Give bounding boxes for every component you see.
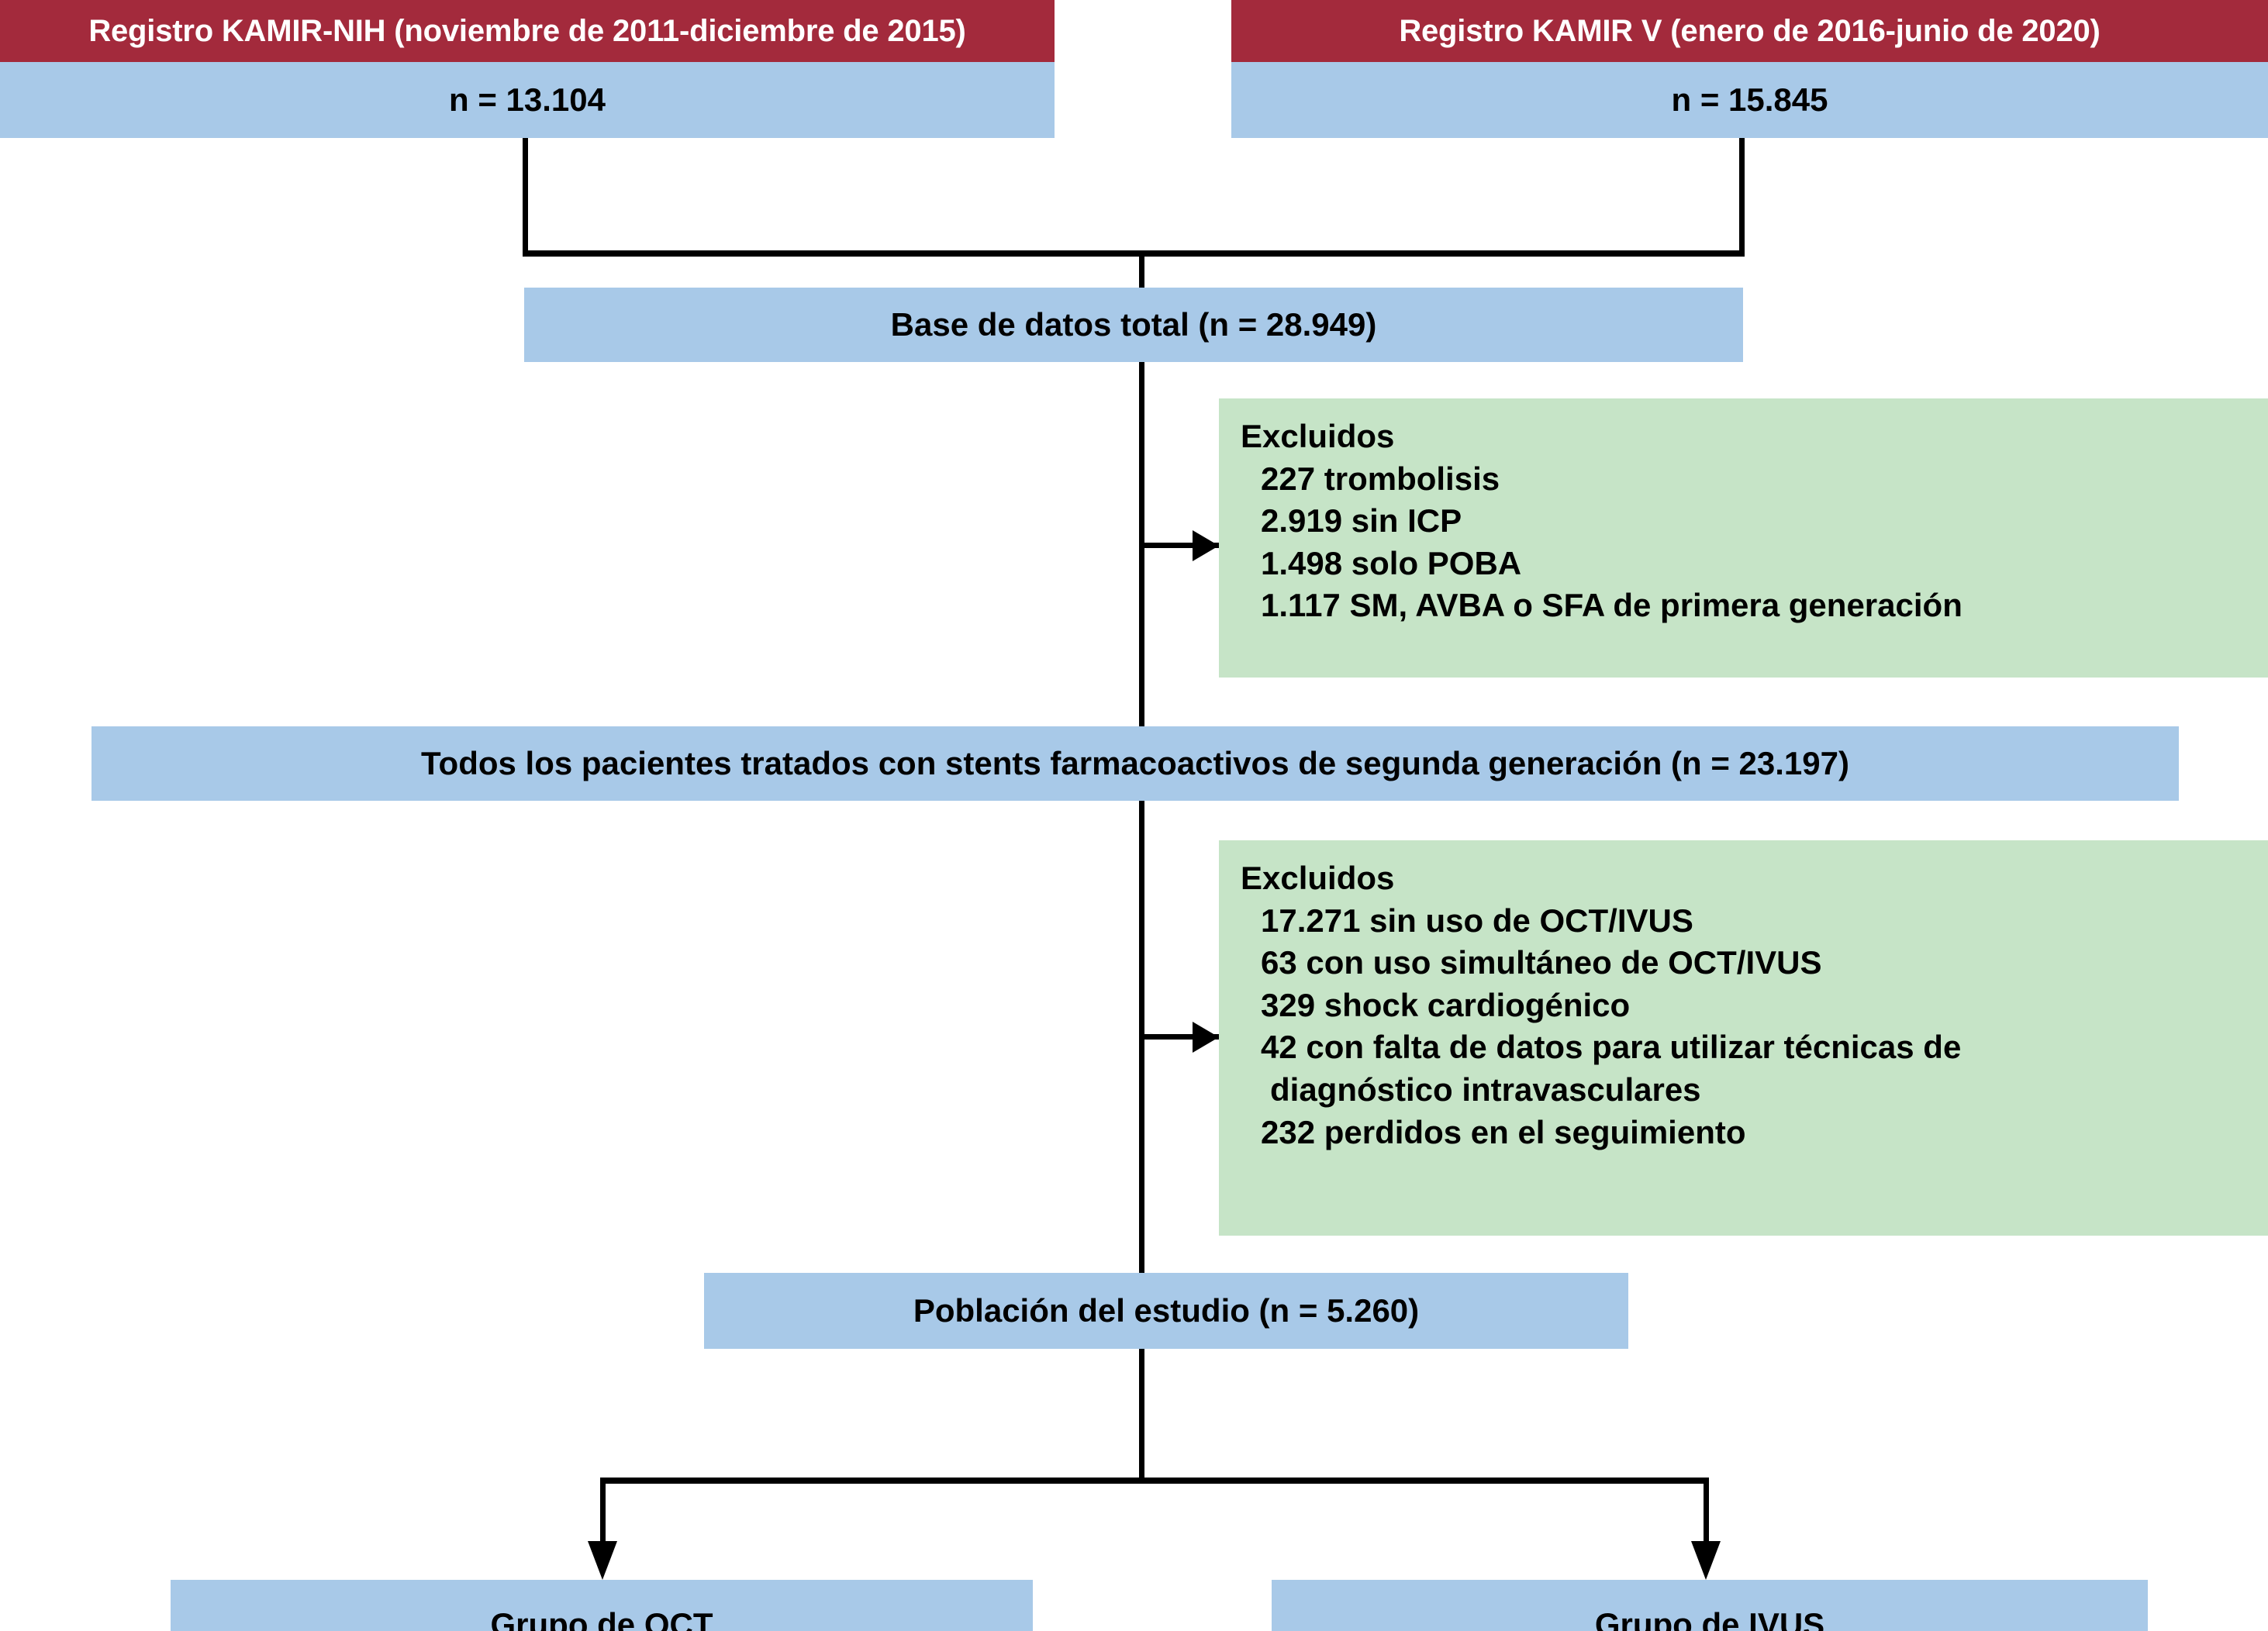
node-group-ivus-label: Grupo de IVUS [1594,1606,1825,1631]
source-count-kamir-v: n = 15.845 [1231,62,2268,138]
connector-split-left-down [600,1478,606,1545]
connector-right-source-down [1739,138,1745,256]
node-eligible-patients: Todos los pacientes tratados con stents … [91,726,2179,801]
connector-merge-horizontal [523,250,1745,257]
exclusion-box-1: Excluidos 227 trombolisis 2.919 sin ICP … [1219,398,2268,678]
source-header-kamir-v: Registro KAMIR V (enero de 2016-junio de… [1231,0,2268,62]
source-header-label: Registro KAMIR-NIH (noviembre de 2011-di… [88,13,966,48]
connector-merge-to-total [1139,250,1144,288]
exclusion-box-2-item: 232 perdidos en el seguimiento [1261,1113,1746,1150]
exclusion-box-1-title: Excluidos [1241,418,1395,454]
node-study-population-label: Población del estudio (n = 5.260) [913,1292,1420,1329]
exclusion-box-2-item-continuation: diagnóstico intravasculares [1270,1071,1701,1108]
node-group-ivus: Grupo de IVUS (n = 4.275) [1272,1580,2148,1631]
exclusion-box-1-item: 1.117 SM, AVBA o SFA de primera generaci… [1261,587,1962,624]
source-count-label: n = 15.845 [1671,81,1828,118]
connector-split-right-down [1704,1478,1709,1545]
source-header-kamir-nih: Registro KAMIR-NIH (noviembre de 2011-di… [0,0,1055,62]
node-total-database: Base de datos total (n = 28.949) [524,288,1743,362]
exclusion-box-2-item: 42 con falta de datos para utilizar técn… [1261,1029,1962,1066]
connector-left-source-down [523,138,528,256]
node-total-database-label: Base de datos total (n = 28.949) [890,306,1377,343]
connector-exclusion2-branch [1139,1034,1224,1040]
connector-exclusion1-branch [1139,543,1224,548]
arrow-group-ivus [1691,1541,1721,1580]
exclusion-box-1-item: 2.919 sin ICP [1261,502,1462,540]
exclusion-box-2-item: 329 shock cardiogénico [1261,986,1631,1023]
source-count-kamir-nih: n = 13.104 [0,62,1055,138]
node-eligible-patients-label: Todos los pacientes tratados con stents … [421,745,1849,781]
arrow-group-oct [588,1541,617,1580]
node-study-population: Población del estudio (n = 5.260) [704,1273,1628,1349]
node-group-oct: Grupo de OCT (n = 535) [171,1580,1033,1631]
exclusion-box-2: Excluidos 17.271 sin uso de OCT/IVUS 63 … [1219,840,2268,1236]
arrow-exclusion1 [1193,530,1219,561]
source-header-label: Registro KAMIR V (enero de 2016-junio de… [1399,13,2101,48]
arrow-exclusion2 [1193,1022,1219,1053]
exclusion-box-2-title: Excluidos [1241,860,1395,896]
exclusion-box-2-item: 17.271 sin uso de OCT/IVUS [1261,902,1693,939]
node-group-oct-label: Grupo de OCT [490,1606,713,1631]
exclusion-box-1-item: 1.498 solo POBA [1261,544,1522,581]
exclusion-box-2-item: 63 con uso simultáneo de OCT/IVUS [1261,944,1822,981]
source-count-label: n = 13.104 [449,81,606,118]
connector-population-down [1139,1349,1144,1481]
exclusion-box-1-item: 227 trombolisis [1261,460,1500,497]
connector-split-horizontal [600,1478,1709,1484]
